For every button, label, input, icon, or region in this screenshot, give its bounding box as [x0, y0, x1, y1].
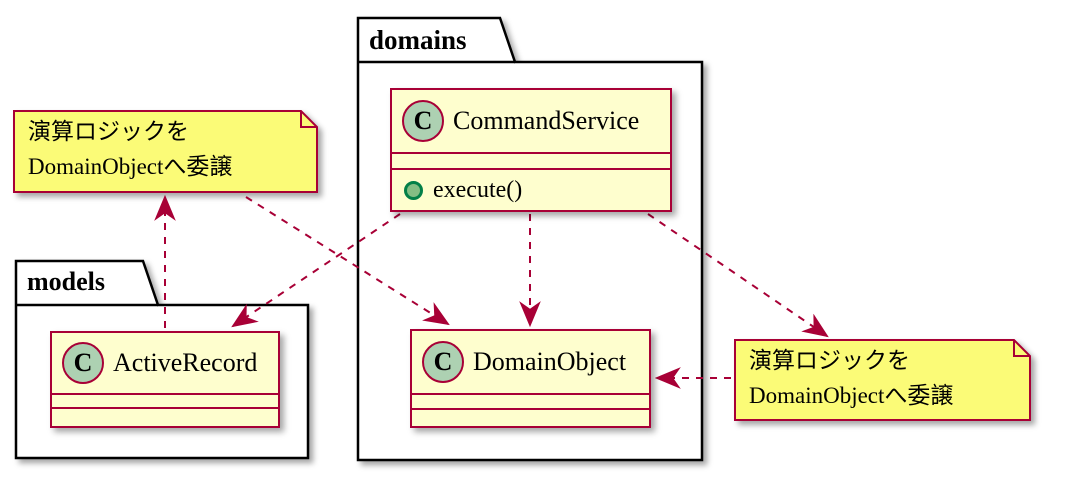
class-name: DomainObject [473, 347, 627, 376]
class-separator [412, 408, 649, 410]
note-line: 演算ロジックを [28, 119, 189, 144]
class-domainobject: C DomainObject [410, 329, 651, 428]
arrow-noteleft-to-domainobject [245, 196, 450, 326]
class-name: ActiveRecord [113, 348, 258, 377]
class-separator [392, 152, 670, 154]
methods-section [412, 410, 649, 426]
attributes-section [412, 395, 649, 408]
note-line: 演算ロジックを [749, 348, 910, 373]
method-row: execute() [392, 170, 670, 210]
attributes-section [52, 395, 278, 407]
class-commandservice: C CommandService execute() [390, 88, 672, 212]
package-models-label: models [27, 267, 105, 296]
class-separator [52, 407, 278, 409]
package-domains-label: domains [369, 25, 467, 55]
attributes-section [392, 154, 670, 168]
class-name: CommandService [453, 106, 640, 135]
class-icon: C [62, 342, 104, 384]
methods-section [52, 409, 278, 426]
note-line: DomainObjectへ委譲 [28, 154, 233, 179]
arrow-commandservice-to-activerecord [231, 213, 401, 328]
class-separator [392, 168, 670, 170]
note-right-fold-icon [1013, 340, 1030, 357]
class-icon: C [402, 100, 444, 142]
public-method-icon [404, 180, 423, 200]
note-left-text: 演算ロジックを DomainObjectへ委譲 [28, 114, 232, 184]
class-icon: C [422, 341, 464, 383]
class-separator [412, 393, 649, 395]
note-left-shape [13, 110, 318, 193]
class-separator [52, 393, 278, 395]
class-activerecord: C ActiveRecord [50, 331, 280, 428]
method-signature: execute() [433, 176, 523, 203]
note-line: DomainObjectへ委譲 [749, 383, 954, 408]
note-right-shape [734, 339, 1031, 421]
note-right-text: 演算ロジックを DomainObjectへ委譲 [749, 343, 953, 413]
note-left-fold-icon [300, 111, 317, 128]
